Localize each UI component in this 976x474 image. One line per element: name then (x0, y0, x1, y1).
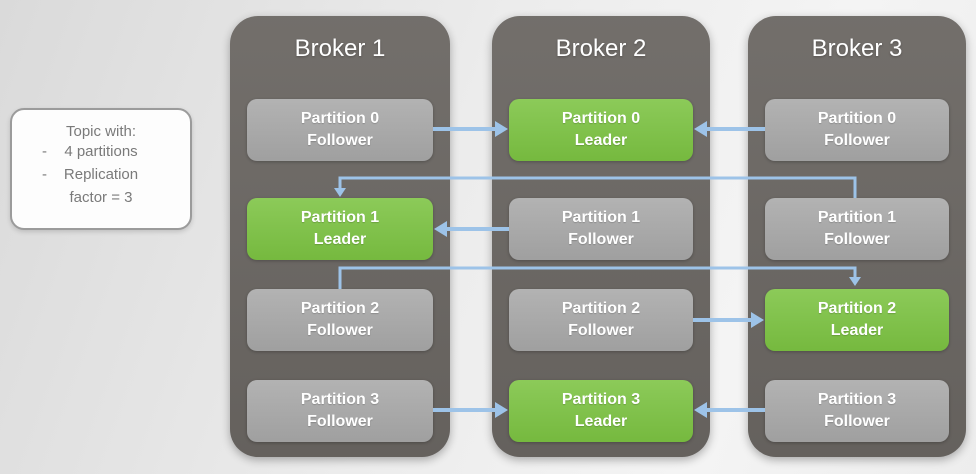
broker3-partition3-follower: Partition 3 Follower (765, 380, 949, 442)
partition-role: Follower (568, 231, 634, 248)
partition-role: Leader (574, 413, 628, 430)
partition-name: Partition 1 (561, 209, 641, 227)
partition-name: Partition 1 (300, 209, 380, 227)
partition-name: Partition 2 (817, 300, 897, 318)
bullet-dash: - (42, 143, 47, 160)
partition-role: Follower (307, 322, 373, 339)
partition-role: Follower (824, 413, 890, 430)
partition-role: Leader (830, 322, 884, 339)
broker2-partition3-leader: Partition 3 Leader (509, 380, 693, 442)
broker3-partition0-follower: Partition 0 Follower (765, 99, 949, 161)
broker-1-container: Broker 1 Partition 0 Follower Partition … (230, 16, 450, 457)
broker2-partition1-follower: Partition 1 Follower (509, 198, 693, 260)
partition-role: Follower (824, 132, 890, 149)
partition-name: Partition 3 (300, 391, 380, 409)
broker-1-title: Broker 1 (294, 35, 386, 62)
note-bullet-text: 4 partitions (64, 143, 138, 160)
partition-name: Partition 0 (561, 110, 641, 128)
broker2-partition2-follower: Partition 2 Follower (509, 289, 693, 351)
partition-role: Leader (574, 132, 628, 149)
broker-3-container: Broker 3 Partition 0 Follower Partition … (748, 16, 966, 457)
note-bullet-partitions: - 4 partitions (12, 140, 190, 163)
partition-name: Partition 2 (300, 300, 380, 318)
partition-name: Partition 0 (300, 110, 380, 128)
broker1-partition2-follower: Partition 2 Follower (247, 289, 433, 351)
broker1-partition1-leader: Partition 1 Leader (247, 198, 433, 260)
broker2-partition0-leader: Partition 0 Leader (509, 99, 693, 161)
partition-role: Follower (307, 132, 373, 149)
partition-name: Partition 0 (817, 110, 897, 128)
broker1-partition0-follower: Partition 0 Follower (247, 99, 433, 161)
broker3-partition2-leader: Partition 2 Leader (765, 289, 949, 351)
broker1-partition3-follower: Partition 3 Follower (247, 380, 433, 442)
broker-2-title: Broker 2 (555, 35, 647, 62)
partition-role: Follower (307, 413, 373, 430)
partition-role: Leader (313, 231, 367, 248)
partition-name: Partition 3 (561, 391, 641, 409)
broker-2-container: Broker 2 Partition 0 Leader Partition 1 … (492, 16, 710, 457)
partition-role: Follower (568, 322, 634, 339)
broker3-partition1-follower: Partition 1 Follower (765, 198, 949, 260)
partition-name: Partition 3 (817, 391, 897, 409)
partition-name: Partition 2 (561, 300, 641, 318)
note-title: Topic with: (65, 123, 137, 140)
partition-role: Follower (824, 231, 890, 248)
note-bullet-text: Replication factor = 3 (63, 166, 139, 206)
bullet-dash: - (42, 166, 47, 183)
broker-3-title: Broker 3 (811, 35, 903, 62)
partition-name: Partition 1 (817, 209, 897, 227)
topic-note-box: Topic with: - 4 partitions - Replication… (10, 108, 192, 230)
note-bullet-replication: - Replication factor = 3 (12, 163, 190, 209)
